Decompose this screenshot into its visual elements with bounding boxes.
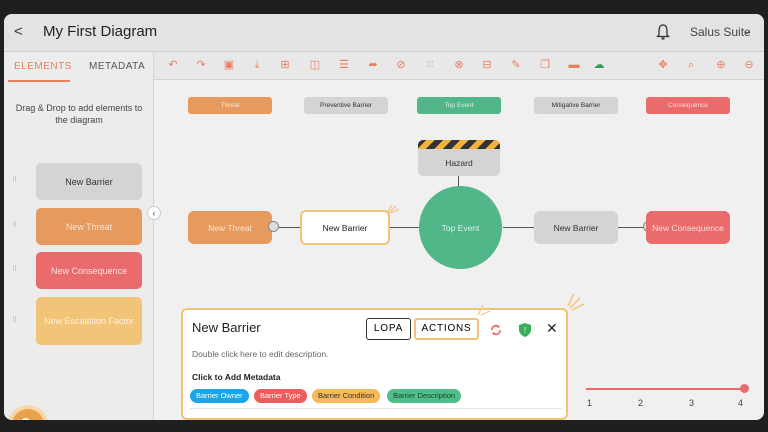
cloud-icon[interactable]: ☁ [593, 59, 605, 71]
slider-thumb[interactable] [740, 384, 749, 393]
slider-tick-label: 1 [587, 398, 593, 408]
tag-barrier-condition[interactable]: Barrier Condition [312, 389, 381, 403]
connector-line [270, 227, 302, 228]
panel-title[interactable]: New Barrier [192, 320, 261, 335]
link-icon[interactable]: ⊘ [396, 59, 406, 71]
sync-icon[interactable] [489, 323, 503, 337]
drag-handle-icon[interactable]: ⠿ [12, 222, 18, 229]
diagram-title: My First Diagram [43, 23, 158, 40]
collapse-sidebar-icon[interactable]: ‹ [147, 206, 161, 220]
slider-track [586, 388, 744, 390]
description-field[interactable]: Double click here to edit description. [192, 349, 329, 359]
hazard-node[interactable]: Hazard [418, 149, 500, 176]
back-icon[interactable]: < [14, 23, 23, 40]
palette-consequence[interactable]: New Consequence [36, 252, 142, 289]
connector-line [503, 227, 535, 228]
forward-icon[interactable]: ➦ [368, 59, 378, 71]
svg-text:!: ! [524, 326, 526, 335]
search-icon[interactable]: ⌕ [687, 59, 695, 71]
bell-icon[interactable] [656, 23, 670, 41]
delete-icon[interactable]: ▬ [568, 59, 580, 71]
image-icon[interactable]: ▣ [223, 59, 235, 71]
help-chat-icon[interactable]: ? [12, 409, 44, 420]
tab-metadata[interactable]: METADATA [89, 61, 146, 72]
drag-handle-icon[interactable]: ⠿ [12, 177, 18, 184]
drag-hint: Drag & Drop to add elements to the diagr… [15, 103, 143, 125]
palette-threat[interactable]: New Threat [36, 208, 142, 245]
tag-barrier-description[interactable]: Barrier Description [387, 389, 462, 403]
slider-tick-label: 2 [638, 398, 644, 408]
palette-escalation-factor[interactable]: New Escalation Factor [36, 297, 142, 345]
chevron-down-icon[interactable]: ⌄ [742, 23, 753, 37]
connector-line [618, 227, 646, 228]
redo-icon[interactable]: ↷ [196, 59, 206, 71]
help-glyph: ? [21, 415, 30, 420]
top-bar: < My First Diagram Salus Suite ⌄ [4, 14, 764, 52]
tab-elements[interactable]: ELEMENTS [14, 61, 72, 72]
column-header-consequence: Consequence [646, 97, 730, 114]
slider-tick-label: 4 [738, 398, 744, 408]
download-icon[interactable]: ⤓ [254, 59, 260, 71]
checklist-icon[interactable]: ☰ [339, 59, 349, 71]
tag-barrier-type[interactable]: Barrier Type [254, 389, 307, 403]
table-icon[interactable]: ⊟ [482, 59, 492, 71]
consequence-node[interactable]: New Consequence [646, 211, 730, 244]
divider [190, 408, 562, 409]
connector-line [458, 176, 459, 188]
column-header-mitigative: Mitigative Barrier [534, 97, 618, 114]
hazard-stripes [418, 140, 500, 149]
move-icon[interactable]: ✥ [658, 59, 668, 71]
pencil-icon[interactable]: ✎ [511, 59, 521, 71]
shield-icon[interactable]: ! [518, 322, 532, 338]
layout-icon[interactable]: ⊞ [280, 59, 290, 71]
diagram-canvas[interactable]: Threat Preventive Barrier Top Event Miti… [154, 80, 764, 420]
threat-node[interactable]: New Threat [188, 211, 272, 244]
palette-barrier[interactable]: New Barrier [36, 163, 142, 200]
dots-grid-icon[interactable]: ⁙ [425, 59, 435, 71]
zoom-in-icon[interactable]: ⊕ [716, 59, 726, 71]
connector-line [389, 227, 421, 228]
app-window: < My First Diagram Salus Suite ⌄ ELEMENT… [4, 14, 764, 420]
drag-handle-icon[interactable]: ⠿ [12, 266, 18, 273]
barrier-node-selected[interactable]: New Barrier [300, 210, 390, 245]
metadata-title: Click to Add Metadata [192, 372, 281, 382]
undo-icon[interactable]: ↶ [168, 59, 178, 71]
highlight-sparkle-icon [477, 304, 491, 316]
close-icon[interactable]: ✕ [546, 320, 558, 336]
mitigative-barrier-node[interactable]: New Barrier [534, 211, 618, 244]
copy-icon[interactable]: ❐ [540, 59, 550, 71]
column-header-top-event: Top Event [417, 97, 501, 114]
zoom-slider[interactable]: 1 2 3 4 [582, 382, 754, 420]
eye-off-icon[interactable]: ⊗ [454, 59, 464, 71]
zoom-out-icon[interactable]: ⊖ [744, 59, 754, 71]
account-menu[interactable]: Salus Suite [690, 25, 751, 39]
highlight-sparkle-icon [386, 204, 400, 214]
column-header-threat: Threat [188, 97, 272, 114]
actions-button[interactable]: ACTIONS [414, 318, 479, 340]
toolbar: ↶ ↷ ▣ ⤓ ⊞ ◫ ☰ ➦ ⊘ ⁙ ⊗ ⊟ ✎ ❐ ▬ ☁ ✥ ⌕ ⊕ ⊖ [154, 52, 764, 80]
top-event-node[interactable]: Top Event [419, 186, 502, 269]
collapse-port-icon[interactable] [268, 221, 279, 232]
column-header-preventive: Preventive Barrier [304, 97, 388, 114]
lopa-button[interactable]: LOPA [366, 318, 411, 340]
slider-tick-label: 3 [689, 398, 695, 408]
sidebar: ELEMENTS METADATA Drag & Drop to add ele… [4, 52, 154, 420]
grid-split-icon[interactable]: ◫ [309, 59, 321, 71]
highlight-sparkle-icon [567, 293, 585, 311]
barrier-details-panel: New Barrier LOPA ACTIONS ! ✕ Double clic… [181, 304, 568, 420]
drag-handle-icon[interactable]: ⠿ [12, 317, 18, 324]
active-tab-indicator [8, 80, 70, 82]
tag-barrier-owner[interactable]: Barrier Owner [190, 389, 249, 403]
